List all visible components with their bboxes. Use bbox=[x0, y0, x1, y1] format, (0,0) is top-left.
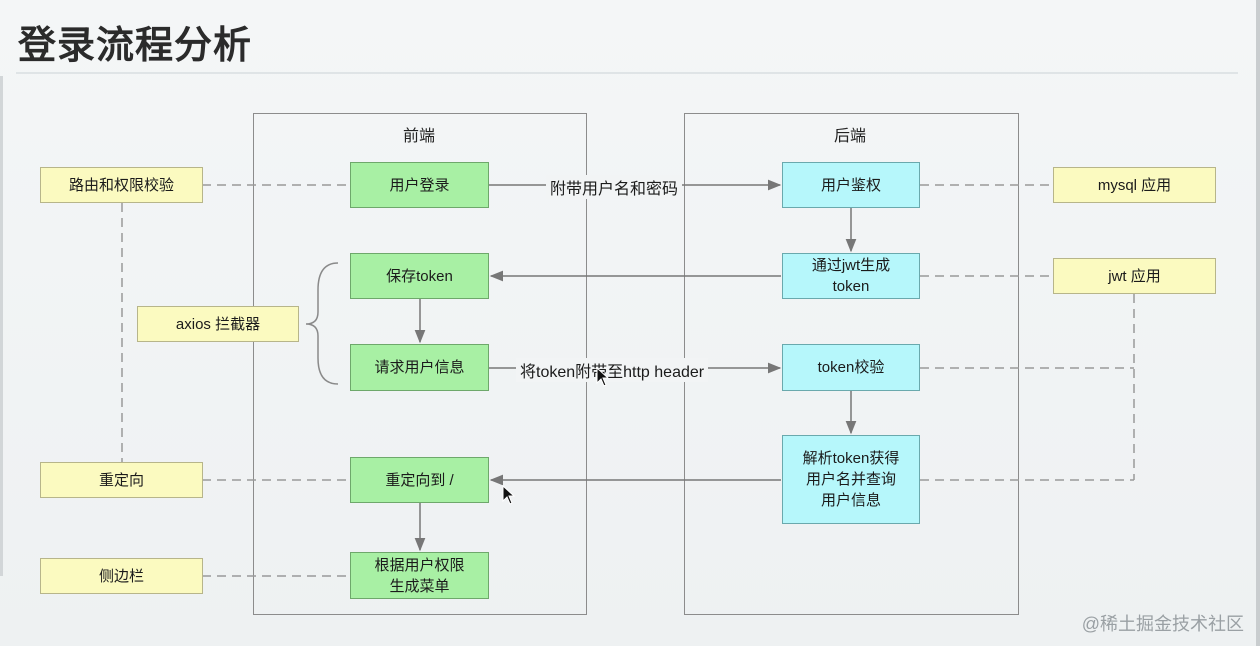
generate-menu-box: 根据用户权限 生成菜单 bbox=[350, 552, 489, 599]
token-verify-box: token校验 bbox=[782, 344, 920, 391]
edge-label-token-header: 将token附带至http header bbox=[516, 358, 709, 382]
page-title: 登录流程分析 bbox=[18, 23, 253, 67]
user-login-box: 用户登录 bbox=[350, 162, 489, 208]
save-token-box: 保存token bbox=[350, 253, 489, 299]
title-divider bbox=[16, 72, 1238, 74]
left-edge-divider bbox=[0, 76, 3, 576]
mysql-app-box: mysql 应用 bbox=[1053, 167, 1216, 203]
axios-brace bbox=[305, 262, 339, 385]
mouse-pointer-icon bbox=[502, 485, 516, 505]
jwt-generate-token-box: 通过jwt生成 token bbox=[782, 253, 920, 299]
backend-lane-title: 后端 bbox=[833, 128, 866, 145]
redirect-box: 重定向 bbox=[40, 462, 203, 498]
right-edge-divider bbox=[1256, 0, 1260, 646]
edge-label-credentials: 附带用户名和密码 bbox=[546, 175, 683, 199]
axios-interceptor-box: axios 拦截器 bbox=[137, 306, 299, 342]
jwt-app-box: jwt 应用 bbox=[1053, 258, 1216, 294]
request-user-info-box: 请求用户信息 bbox=[350, 344, 489, 391]
redirect-to-root-box: 重定向到 / bbox=[350, 457, 489, 503]
watermark: @稀土掘金技术社区 bbox=[1081, 614, 1244, 634]
sidebar-box: 侧边栏 bbox=[40, 558, 203, 594]
parse-token-box: 解析token获得 用户名并查询 用户信息 bbox=[782, 435, 920, 524]
frontend-lane-title: 前端 bbox=[402, 128, 435, 145]
mouse-pointer-icon bbox=[596, 367, 610, 387]
user-auth-box: 用户鉴权 bbox=[782, 162, 920, 208]
routing-permission-check-box: 路由和权限校验 bbox=[40, 167, 203, 203]
